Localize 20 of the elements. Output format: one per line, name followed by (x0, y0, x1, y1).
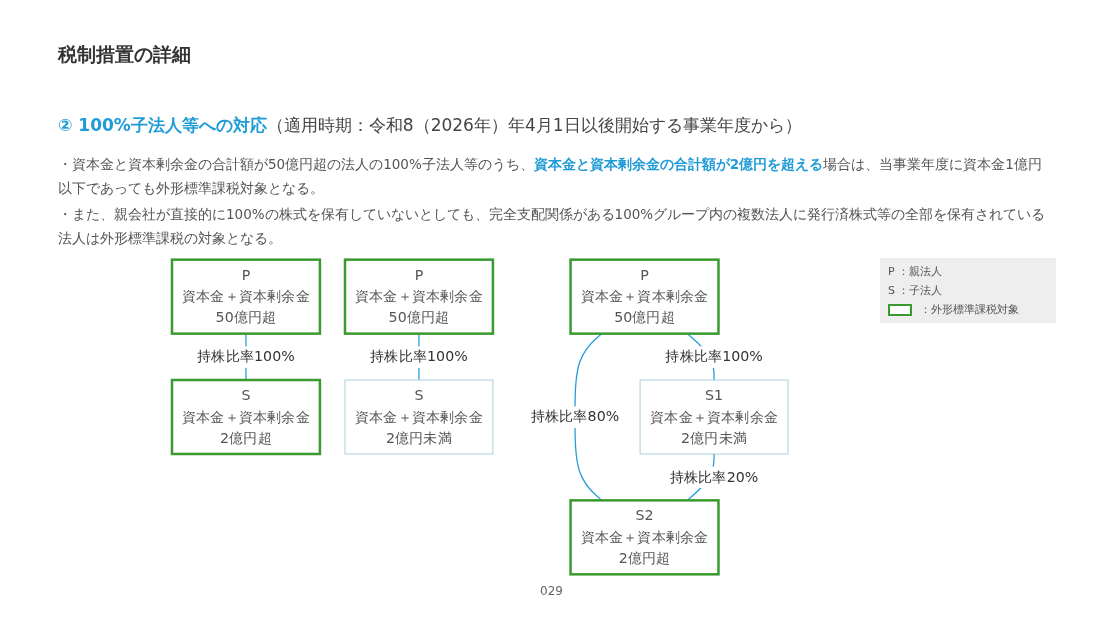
legend-text: S ：子法人 (888, 283, 943, 298)
legend-text: P ：親法人 (888, 264, 943, 279)
edge-label: 持株比率80% (530, 408, 620, 425)
edge-label: 持株比率20% (669, 468, 759, 485)
edge-label: 持株比率100% (370, 347, 468, 365)
node-box: S 資本金＋資本剰余金 2億円未満 (344, 379, 494, 455)
node-box: S2 資本金＋資本剰余金 2億円超 (569, 499, 720, 576)
legend-text: ：外形標準課税対象 (920, 302, 1019, 317)
slide-title: 税制措置の詳細 (58, 42, 191, 67)
edge-label: 持株比率100% (197, 347, 295, 365)
bullet-text: ・資本金と資本剰余金の合計額が50億円超の法人の100%子法人等のうち、資本金と資本剰余金の合計額が2億円を超える場合は、当事業年度に資本金1億円以下であっても外形標準課税対象となる。 (58, 155, 1043, 198)
node-box: P 資本金＋資本剰余金 50億円超 (170, 258, 322, 335)
bullet-text: ・また、親会社が直接的に100%の株式を保有していないとしても、完全支配関係がある100%グループ内の複数法人に発行済株式等の全部を保有されている法人は外形標準課税の対象となる。 (58, 205, 1047, 248)
section-heading: ② 100%子法人等への対応（適用時期：令和8（2026年）年4月1日以後開始する事業年度から） (58, 114, 802, 137)
node-box: P 資本金＋資本剰余金 50億円超 (569, 258, 720, 335)
page-number: 029 (540, 584, 563, 598)
node-box: S1 資本金＋資本剰余金 2億円未満 (639, 379, 789, 455)
node-box: S 資本金＋資本剰余金 2億円超 (170, 378, 322, 456)
edge-label: 持株比率100% (665, 347, 763, 365)
node-box: P 資本金＋資本剰余金 50億円超 (343, 258, 495, 335)
